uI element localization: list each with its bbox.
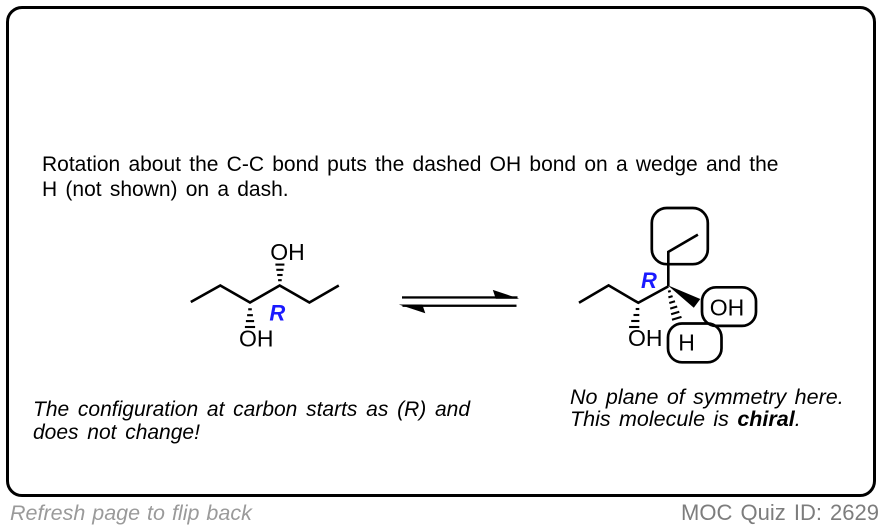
svg-text:OH: OH	[710, 295, 745, 321]
svg-text:OH: OH	[628, 325, 663, 351]
svg-text:R: R	[269, 301, 285, 326]
svg-text:R: R	[641, 268, 657, 293]
svg-text:OH: OH	[270, 239, 305, 265]
svg-text:OH: OH	[239, 326, 274, 352]
svg-text:H: H	[678, 330, 695, 356]
